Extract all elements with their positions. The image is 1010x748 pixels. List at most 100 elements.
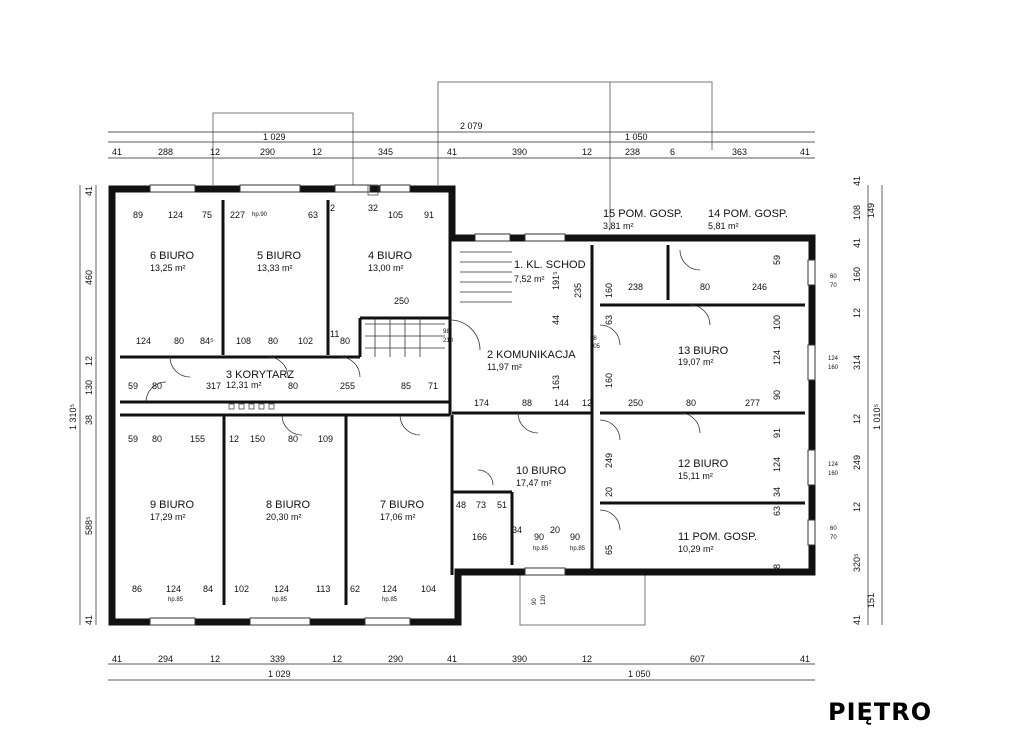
room-8-area: 20,30 m² bbox=[266, 512, 302, 522]
dim-label: 88 bbox=[590, 336, 597, 342]
dim-total-width: 2 079 bbox=[460, 121, 483, 131]
dim-label: 41 bbox=[84, 615, 94, 625]
dim-label: 70 bbox=[830, 535, 837, 541]
dim-label: 59 bbox=[128, 381, 138, 391]
dim-label: 38 bbox=[84, 415, 94, 425]
dim-label: 88 bbox=[522, 398, 532, 408]
dim-label: 20 bbox=[604, 487, 614, 497]
dim-label: 41 bbox=[112, 654, 122, 664]
dim-label: 390 bbox=[512, 147, 527, 157]
dim-label: 41 bbox=[447, 654, 457, 664]
bottom-dim-chain: 41 294 12 339 12 290 41 390 12 607 41 bbox=[112, 654, 810, 664]
room-1-name: 1. KL. SCHOD bbox=[514, 259, 586, 271]
dim-label: 120 bbox=[541, 594, 547, 605]
room-4-area: 13,00 m² bbox=[368, 263, 404, 273]
dimension-lines bbox=[79, 131, 883, 681]
dim-label: 12 bbox=[582, 398, 592, 408]
dim-label: 71 bbox=[428, 381, 438, 391]
room-1-area: 7,52 m² bbox=[514, 274, 545, 284]
dim-label: 124 bbox=[828, 462, 839, 468]
dim-label: 48 bbox=[456, 500, 466, 510]
top-dim-chain: 41 288 12 290 12 345 41 390 12 238 6 363… bbox=[112, 147, 810, 157]
dim-label: 12 bbox=[210, 147, 220, 157]
dim-label: 80 bbox=[152, 434, 162, 444]
dim-label: 58 bbox=[772, 564, 782, 574]
corridor-fixtures bbox=[228, 184, 379, 410]
dim-label: 210 bbox=[443, 338, 454, 344]
dim-label: 113 bbox=[316, 584, 330, 594]
dim-label: 75 bbox=[202, 210, 212, 220]
dim-label: 41 bbox=[800, 654, 810, 664]
dim-label: 124 bbox=[168, 210, 183, 220]
room-3-name: 3 KORYTARZ bbox=[226, 369, 294, 381]
dim-label: 294 bbox=[158, 654, 173, 664]
dim-label: 51 bbox=[497, 500, 507, 510]
left-dim-chain: 41 460 12 130 38 588⁵ 41 bbox=[84, 186, 94, 625]
dim-label: 41 bbox=[84, 186, 94, 196]
dim-left-height: 1 310⁵ bbox=[68, 403, 78, 430]
dim-label: 12 bbox=[84, 356, 94, 366]
dim-label: 460 bbox=[84, 270, 94, 285]
dim-label: 124 bbox=[166, 584, 181, 594]
dim-label: 12 bbox=[312, 147, 322, 157]
dim-label: 41 bbox=[447, 147, 457, 157]
dim-label: 20 bbox=[550, 525, 560, 535]
dim-label: 227 bbox=[230, 210, 245, 220]
dim-label: 80 bbox=[268, 336, 278, 346]
dim-label: 102 bbox=[234, 584, 249, 594]
dim-label: 12 bbox=[582, 147, 592, 157]
dim-label: 160 bbox=[604, 373, 614, 388]
dim-label: 155 bbox=[190, 434, 205, 444]
room-8-name: 8 BIURO bbox=[266, 499, 310, 511]
dim-label: 345 bbox=[378, 147, 393, 157]
room-15-name: 15 POM. GOSP. bbox=[603, 208, 683, 220]
dim-label: 607 bbox=[690, 654, 705, 664]
dim-label: 41 bbox=[852, 176, 862, 186]
dim-label: 59 bbox=[128, 434, 138, 444]
dim-label: 108 bbox=[852, 205, 862, 220]
room-12-name: 12 BIURO bbox=[678, 458, 729, 470]
dim-label: 90 bbox=[772, 390, 782, 400]
dim-label: 80 bbox=[288, 434, 298, 444]
dim-label: 12 bbox=[852, 414, 862, 424]
dim-label: 150 bbox=[250, 434, 265, 444]
room-11-name: 11 POM. GOSP. bbox=[678, 531, 757, 543]
dim-label: 144 bbox=[554, 398, 569, 408]
room-6-name: 6 BIURO bbox=[150, 250, 194, 262]
room-4-name: 4 BIURO bbox=[368, 250, 412, 262]
dim-label: 160 bbox=[604, 283, 614, 298]
dim-label: 174 bbox=[474, 398, 489, 408]
dim-label: 80 bbox=[700, 282, 710, 292]
dim-label: 205 bbox=[590, 344, 601, 350]
interior-walls bbox=[120, 200, 805, 605]
dim-label: 100 bbox=[772, 315, 782, 330]
door-swings bbox=[145, 249, 711, 531]
dim-label: 314 bbox=[852, 355, 862, 370]
dim-label: 62 bbox=[350, 584, 360, 594]
right-dim-chain: 41 108 149 41 160 12 314 12 249 12 320⁵ … bbox=[852, 176, 876, 625]
room-10-area: 17,47 m² bbox=[516, 478, 552, 488]
dim-label: 124 bbox=[772, 350, 782, 365]
dim-label: 249 bbox=[604, 453, 614, 468]
dim-label: 98 bbox=[443, 329, 450, 335]
dim-label: 290 bbox=[388, 654, 403, 664]
room-13-area: 19,07 m² bbox=[678, 357, 714, 367]
dim-label: 250 bbox=[628, 398, 643, 408]
dim-label: 12 bbox=[582, 654, 592, 664]
dim-left-width: 1 029 bbox=[263, 132, 286, 142]
dim-label: 63 bbox=[772, 506, 782, 516]
dim-right-width: 1 050 bbox=[625, 132, 648, 142]
dim-label: 91 bbox=[772, 428, 782, 438]
page-title: PIĘTRO bbox=[828, 698, 933, 726]
dim-label: 89 bbox=[133, 210, 143, 220]
dim-label: 34 bbox=[512, 525, 522, 535]
dim-label: 60 bbox=[830, 526, 837, 532]
dim-label: 151 bbox=[866, 593, 876, 608]
room-7-area: 17,06 m² bbox=[380, 512, 416, 522]
room-10-name: 10 BIURO bbox=[516, 465, 567, 477]
room-9-area: 17,29 m² bbox=[150, 512, 186, 522]
dim-label: 105 bbox=[388, 210, 403, 220]
room-13-name: 13 BIURO bbox=[678, 345, 729, 357]
dim-label: 246 bbox=[752, 282, 767, 292]
dim-label: 86 bbox=[132, 584, 142, 594]
